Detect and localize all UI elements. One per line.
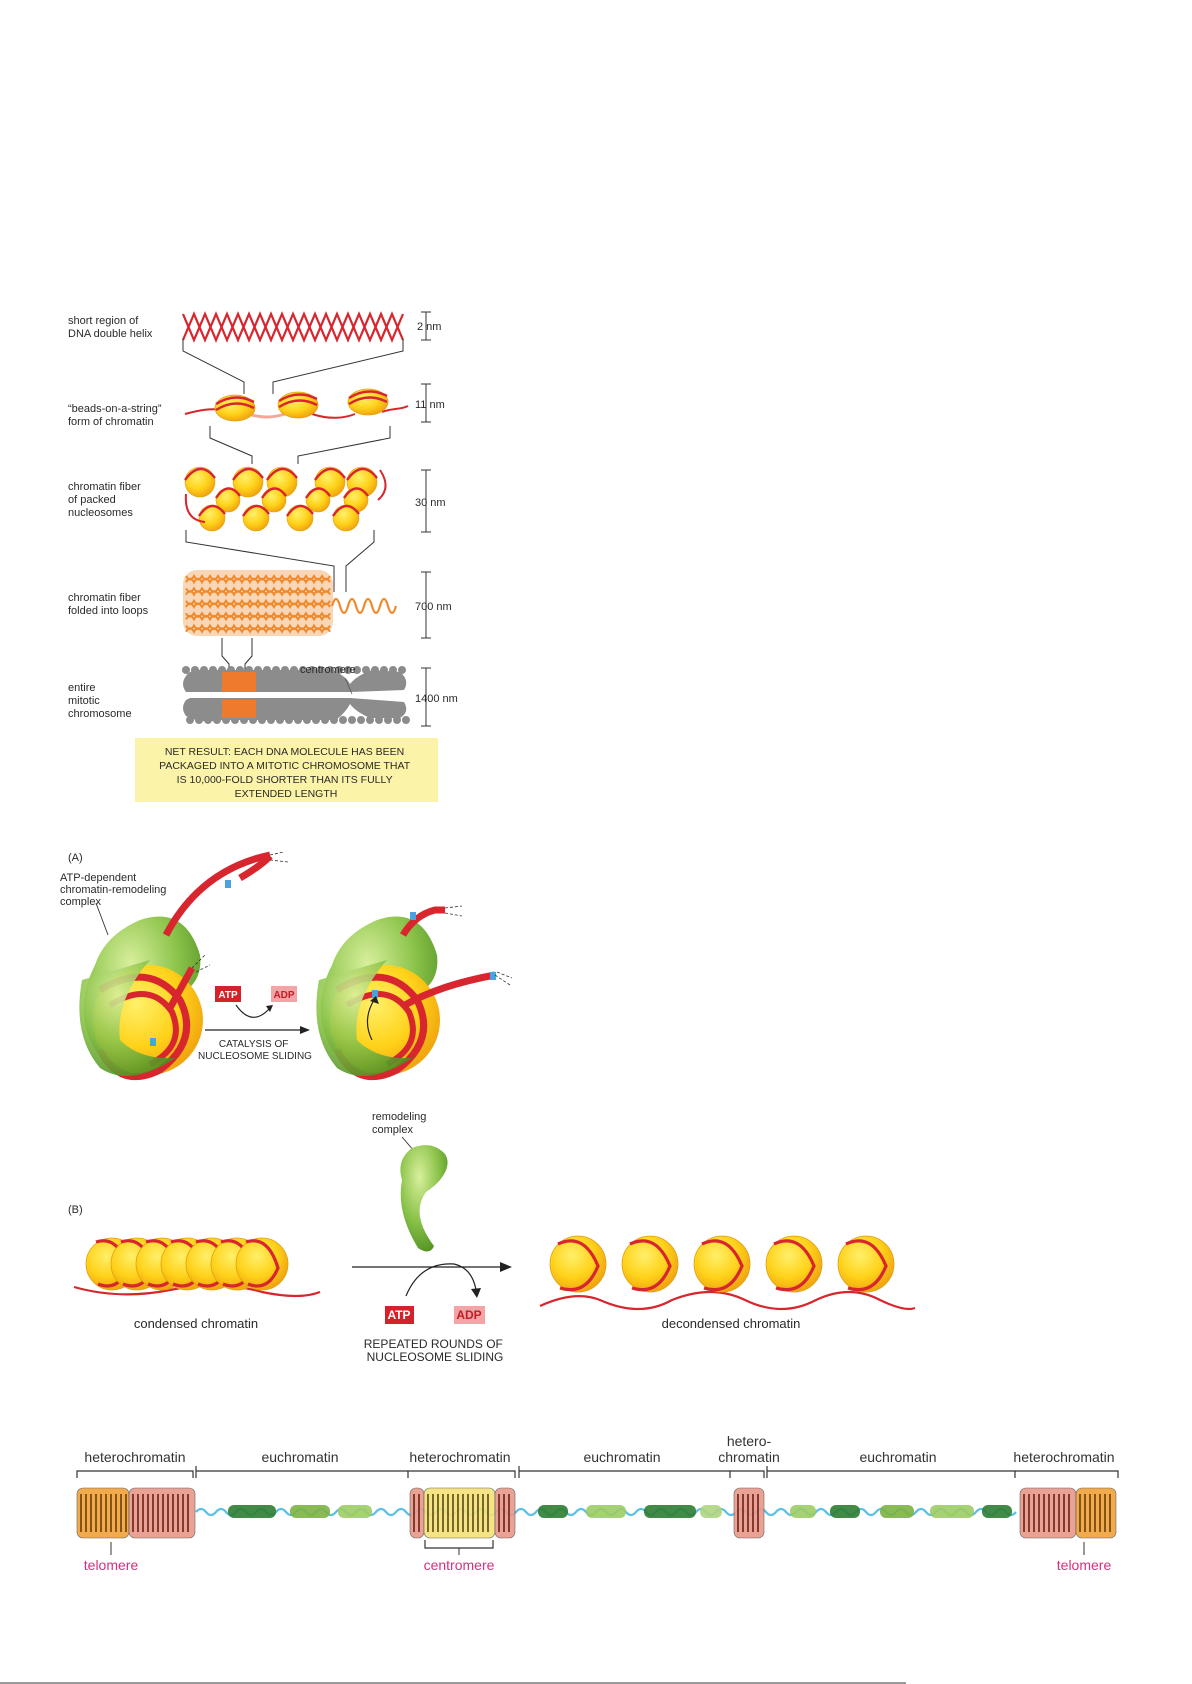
zoom-connector-2: [209, 426, 391, 464]
nucleosome: [332, 504, 360, 532]
decondensed-chromatin: [539, 1235, 916, 1311]
nucleosome: [621, 1235, 679, 1293]
centromere-label-map: centromere: [424, 1557, 495, 1573]
heterochromatin-block: [1019, 1487, 1077, 1539]
remodeling-complex-b: [400, 1145, 448, 1252]
complex-label-a: ATP-dependent chromatin-remodeling compl…: [60, 872, 169, 908]
telomere-label-left: telomere: [84, 1557, 139, 1573]
heterochromatin-block: [128, 1487, 196, 1539]
chromatin-fiber-30nm: [184, 466, 387, 532]
atp-curve-arrow-a: [235, 1004, 271, 1018]
nucleosome: [242, 504, 270, 532]
zoom-connector-1: [182, 339, 404, 394]
scale-11nm: 11 nm: [415, 399, 445, 411]
nucleosome: [261, 487, 287, 513]
condensed-caption: condensed chromatin: [134, 1316, 258, 1331]
rounds-label: REPEATED ROUNDS OF NUCLEOSOME SLIDING: [364, 1337, 506, 1364]
region-chromatin-label: chromatin: [718, 1449, 779, 1465]
scale-700nm: 700 nm: [415, 601, 452, 613]
scale-bars: [421, 311, 431, 727]
nucleosome: [184, 466, 216, 498]
level-3-label: chromatin fiber of packed nucleosomes: [68, 481, 144, 519]
adp-label-a: ADP: [273, 990, 294, 1001]
chromatin-loops: [183, 570, 398, 636]
atp-chip-a: [215, 986, 241, 1002]
nucleosome: [549, 1235, 607, 1293]
scale-1400nm: 1400 nm: [415, 693, 458, 705]
zoom-connector-3: [185, 530, 375, 592]
heterochromatin-block: [494, 1487, 516, 1539]
region-hetero-label: hetero-: [727, 1433, 772, 1449]
nucleosome-bead: [277, 391, 319, 419]
nucleosome: [305, 487, 331, 513]
atp-label-b: ATP: [387, 1308, 410, 1322]
adp-chip-b: [454, 1306, 485, 1324]
centromere-block: [423, 1487, 496, 1539]
region-euchromatin-3: euchromatin: [859, 1449, 936, 1465]
packing-figure: short region of DNA double helix “beads-…: [68, 311, 458, 802]
region-heterochromatin-1: heterochromatin: [84, 1449, 185, 1465]
telomere-label-right: telomere: [1057, 1557, 1112, 1573]
chromosome-map: heterochromatin euchromatin heterochroma…: [76, 1433, 1119, 1573]
nucleosome-bead: [347, 388, 389, 416]
net-result-box: [135, 738, 438, 802]
dna-double-helix: [181, 311, 405, 343]
centromere-label-top: centromere: [300, 664, 356, 676]
scale-30nm: 30 nm: [415, 497, 446, 509]
condensed-chromatin: [73, 1237, 321, 1298]
remodeling-panel-a: (A) ATP-dependent chromatin-remodeling c…: [60, 851, 513, 1081]
scale-2nm: 2 nm: [417, 321, 441, 333]
heterochromatin-block: [733, 1487, 765, 1539]
region-euchromatin-2: euchromatin: [583, 1449, 660, 1465]
atp-chip-b: [385, 1306, 414, 1324]
nucleosome: [215, 487, 241, 513]
catalysis-label: CATALYSIS OF NUCLEOSOME SLIDING: [198, 1039, 312, 1062]
nucleosome: [693, 1235, 751, 1293]
nucleosome: [286, 504, 314, 532]
net-result-text: NET RESULT: EACH DNA MOLECULE HAS BEEN P…: [159, 746, 413, 800]
nucleosome: [198, 504, 226, 532]
region-euchromatin-1: euchromatin: [261, 1449, 338, 1465]
nucleosome: [765, 1235, 823, 1293]
telomere-block-right: [1075, 1487, 1117, 1539]
heterochromatin-block: [409, 1487, 425, 1539]
level-1-label: short region of DNA double helix: [68, 315, 153, 340]
adp-label-b: ADP: [456, 1308, 481, 1322]
adp-chip-a: [271, 986, 297, 1002]
nucleosome: [232, 466, 264, 498]
beads-on-a-string: [184, 388, 409, 422]
remodeling-complex-after: [316, 905, 513, 1081]
region-brackets: [76, 1466, 1119, 1478]
remodeling-panel-b: (B) remodeling complex condensed chromat…: [68, 1111, 916, 1364]
level-4-label: chromatin fiber folded into loops: [68, 592, 149, 617]
mitotic-chromosome: [182, 666, 410, 724]
decondensed-caption: decondensed chromatin: [662, 1316, 801, 1331]
complex-label-b: remodeling complex: [372, 1111, 429, 1136]
telomere-block-left: [76, 1487, 130, 1539]
region-heterochromatin-2: heterochromatin: [409, 1449, 510, 1465]
region-heterochromatin-3: heterochromatin: [1013, 1449, 1114, 1465]
heterochromatin-blocks: [76, 1487, 1117, 1539]
atp-label-a: ATP: [218, 990, 238, 1001]
level-5-label: entire mitotic chromosome: [68, 682, 132, 720]
nucleosome-bead: [214, 394, 256, 422]
remodeling-complex-before: [79, 851, 289, 1081]
panel-b-label: (B): [68, 1204, 83, 1216]
euchromatin-fibers: [228, 1505, 1012, 1518]
panel-a-label: (A): [68, 852, 83, 864]
level-2-label: “beads-on-a-string” form of chromatin: [68, 403, 165, 428]
nucleosome: [235, 1237, 289, 1291]
nucleosome: [837, 1235, 895, 1293]
